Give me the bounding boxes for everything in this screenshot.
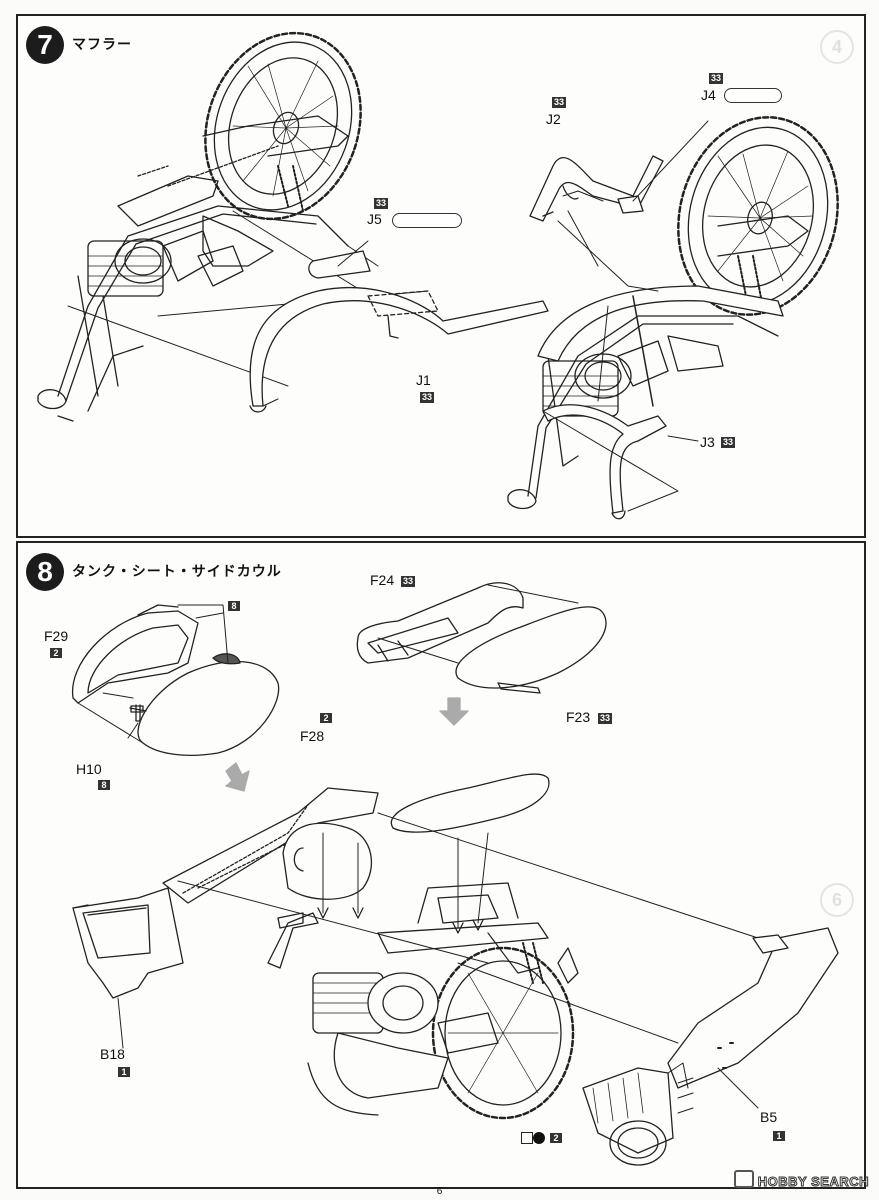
main-frame-with-tank	[162, 787, 579, 1120]
assembly-arrow-seat	[439, 697, 469, 726]
left-rear-wheel	[204, 31, 362, 221]
watermark-text: HOBBY SEARCH	[757, 1174, 869, 1190]
part-J4-box: 33	[709, 73, 723, 84]
part-J3-box: 33	[721, 437, 735, 448]
part-J1-muffler	[249, 287, 549, 413]
logo-icon	[733, 1170, 754, 1188]
part-F24-seat-base	[356, 582, 524, 664]
faded-step-badge: 6	[820, 883, 854, 917]
part-F24-box: 33	[401, 576, 415, 587]
part-F23-box: 33	[598, 713, 612, 724]
part-J3-label: J3	[700, 434, 715, 450]
part-F23-seat-cushion	[455, 606, 607, 694]
step-7-number: 7	[37, 29, 53, 60]
part-F29-box: 2	[50, 648, 62, 658]
part-J2-box: 33	[552, 97, 566, 108]
part-H10-box: 8	[98, 780, 110, 790]
part-J4-icon	[724, 88, 782, 103]
part-H10-label: H10	[76, 761, 102, 777]
part-J2-label: J2	[546, 111, 561, 127]
step-8-panel: 8 タンク・シート・サイドカウル 6	[16, 541, 866, 1189]
installed-muffler	[537, 285, 784, 362]
part-F24-label: F24	[370, 572, 395, 588]
part-F29-cowl-inner	[72, 604, 199, 704]
part-B5-label: B5	[760, 1109, 778, 1125]
part-F23-label: F23	[566, 709, 591, 725]
part-H10-pin	[129, 704, 147, 722]
seat-installed	[390, 773, 550, 833]
part-B18-side-cowl	[72, 887, 184, 999]
part-J1-label: J1	[416, 372, 431, 388]
part-F29-label: F29	[44, 628, 69, 644]
part-J1-box: 33	[420, 392, 434, 403]
step-7-badge: 7	[26, 26, 64, 64]
assembly-arrow-cowl	[225, 762, 250, 792]
paint-box: 2	[550, 1133, 562, 1143]
part-B5-box: 1	[773, 1131, 785, 1141]
part-B5-side-cowl	[582, 927, 839, 1166]
step-7-panel: 7 マフラー 4	[16, 14, 866, 538]
step-8-title: タンク・シート・サイドカウル	[72, 563, 282, 579]
part-F28-cowl-outer	[137, 653, 280, 756]
part-F28-box: 2	[320, 713, 332, 723]
watermark: HOBBY SEARCH	[733, 1170, 869, 1190]
two-tone-paint-icon	[521, 1132, 545, 1144]
part-J5-label: J5	[367, 211, 382, 227]
tank-seat-cowl-illustration	[72, 582, 839, 1166]
part-F28-label: F28	[300, 728, 325, 744]
part-J5-box: 33	[374, 198, 388, 209]
faded-step-badge: 4	[820, 30, 854, 64]
step-7-title: マフラー	[72, 36, 132, 52]
part-B18-box: 1	[118, 1067, 130, 1077]
page-number: 6	[436, 1186, 443, 1197]
left-engine	[87, 230, 244, 297]
part-J5-icon	[392, 213, 462, 228]
part-B18-label: B18	[100, 1046, 125, 1062]
muffler-assembly-illustration	[37, 31, 839, 520]
step-8-badge: 8	[26, 553, 64, 591]
part-J4-label: J4	[701, 87, 716, 103]
left-frame	[37, 115, 349, 422]
part-J4	[617, 195, 644, 214]
part-J3-exhaust-pipe	[542, 404, 667, 520]
callout-box: 8	[228, 601, 240, 611]
right-frame	[507, 215, 809, 510]
step-8-number: 8	[37, 556, 53, 587]
